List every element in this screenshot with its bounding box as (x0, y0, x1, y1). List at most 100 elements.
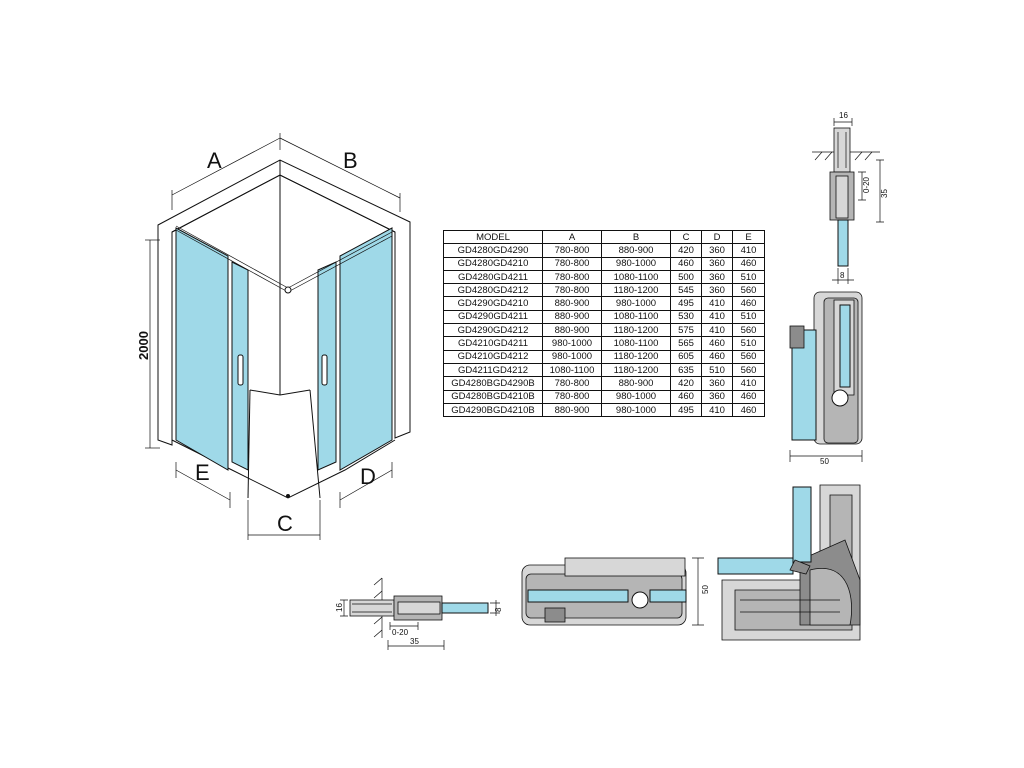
table-cell: 495 (670, 402, 702, 418)
dimension-label-c: C (277, 511, 293, 536)
right-fixed-glass (339, 227, 393, 471)
table-cell: 500 (670, 269, 702, 285)
table-cell: 880-900 (542, 323, 602, 338)
table-cell: 780-800 (542, 376, 602, 391)
table-cell: 460 (670, 256, 702, 271)
table-cell: 460 (732, 389, 765, 404)
table-cell: 360 (701, 389, 733, 404)
bottom-profile-height-label: 50 (701, 585, 710, 594)
table-cell: GD4211GD4212 (443, 362, 543, 378)
table-cell: 420 (670, 376, 702, 391)
top-profile-depth-label: 35 (880, 189, 889, 198)
table-cell: 545 (670, 283, 702, 298)
dimension-label-d: D (360, 464, 376, 489)
table-cell: 1180-1200 (601, 349, 671, 364)
shower-enclosure-view: A B C D E 2000 (136, 133, 411, 540)
table-cell: 1180-1200 (601, 283, 671, 298)
left-handle-icon (237, 354, 244, 386)
table-cell: 780-800 (542, 269, 602, 285)
table-cell: 980-1000 (542, 349, 602, 364)
table-cell: GD4280GD4212 (443, 283, 543, 298)
side-profile-detail: 50 (789, 291, 863, 466)
table-cell: A (542, 229, 602, 245)
table-cell: 560 (732, 323, 765, 338)
table-cell: E (732, 229, 765, 245)
table-cell: 635 (670, 362, 702, 378)
table-cell: C (670, 229, 702, 245)
table-cell: GD4280GD4290 (443, 243, 543, 258)
table-cell: GD4290GD4212 (443, 323, 543, 338)
top-profile-width-label: 16 (839, 111, 848, 120)
table-cell: 410 (701, 402, 733, 418)
table-cell: GD4290BGD4210B (443, 402, 543, 418)
table-cell: 410 (701, 309, 733, 325)
left-profile-depth-label: 35 (410, 637, 419, 646)
table-cell: 510 (732, 269, 765, 285)
right-handle-icon (321, 354, 328, 386)
table-cell: 360 (701, 243, 733, 258)
table-cell: 880-900 (601, 243, 671, 258)
table-cell: 510 (732, 309, 765, 325)
table-cell: 780-800 (542, 256, 602, 271)
table-cell: 460 (732, 402, 765, 418)
table-cell: 780-800 (542, 283, 602, 298)
table-cell: GD4290GD4211 (443, 309, 543, 325)
table-cell: 780-800 (542, 243, 602, 258)
table-cell: 510 (732, 336, 765, 351)
table-cell: 360 (701, 269, 733, 285)
table-cell: 980-1000 (601, 402, 671, 418)
dimension-label-e: E (195, 460, 210, 485)
table-cell: 410 (732, 376, 765, 391)
table-cell: GD4280BGD4290B (443, 376, 543, 391)
table-cell: 880-900 (542, 296, 602, 311)
table-cell: 1080-1100 (601, 309, 671, 325)
table-cell: GD4290GD4210 (443, 296, 543, 311)
table-cell: 880-900 (542, 402, 602, 418)
table-cell: GD4210GD4211 (443, 336, 543, 351)
corner-detail (717, 484, 861, 641)
table-cell: 1180-1200 (601, 323, 671, 338)
table-cell: 360 (701, 256, 733, 271)
side-profile-width-label: 50 (820, 457, 829, 466)
left-profile-glass-label: 8 (494, 607, 503, 612)
table-cell: 1080-1100 (542, 362, 602, 378)
left-profile-detail: 16 0-20 35 8 (335, 577, 503, 650)
table-cell: 560 (732, 349, 765, 364)
table-cell: GD4210GD4212 (443, 349, 543, 364)
table-cell: GD4280GD4211 (443, 269, 543, 285)
table-cell: 495 (670, 296, 702, 311)
table-cell: 980-1000 (601, 389, 671, 404)
table-cell: 460 (732, 256, 765, 271)
table-cell: GD4280BGD4210B (443, 389, 543, 404)
table-cell: 410 (732, 243, 765, 258)
table-cell: 980-1000 (601, 256, 671, 271)
table-cell: 880-900 (542, 309, 602, 325)
table-cell: 565 (670, 336, 702, 351)
table-cell: 510 (701, 362, 733, 378)
table-cell: GD4280GD4210 (443, 256, 543, 271)
table-cell: 420 (670, 243, 702, 258)
table-cell: 605 (670, 349, 702, 364)
table-cell: 780-800 (542, 389, 602, 404)
top-profile-glass-label: 8 (840, 271, 845, 280)
table-cell: 360 (701, 283, 733, 298)
table-cell: 460 (670, 389, 702, 404)
table-cell: 1080-1100 (601, 269, 671, 285)
table-cell: 410 (701, 323, 733, 338)
table-cell: 460 (732, 296, 765, 311)
table-cell: 1080-1100 (601, 336, 671, 351)
table-cell: MODEL (443, 229, 543, 245)
